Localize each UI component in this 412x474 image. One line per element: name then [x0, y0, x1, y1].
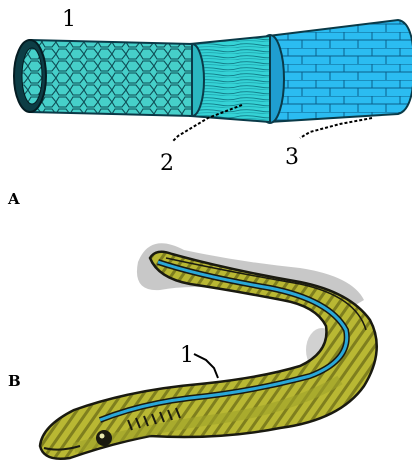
- leader-line-b1: [194, 354, 218, 378]
- callout-label-3: 3: [285, 145, 299, 170]
- layer-2-middle-fibers: [180, 36, 270, 122]
- callout-label-2: 2: [160, 151, 174, 176]
- layer-3-outer-sheath: [256, 20, 412, 123]
- panel-label-a: A: [7, 190, 20, 208]
- callout-label-1: 1: [62, 7, 76, 32]
- panel-b: 1 B: [8, 243, 377, 459]
- layer-1-inner-cells: [14, 40, 192, 116]
- panel-a: 1 2 3 A: [7, 7, 412, 208]
- callout-label-b1: 1: [180, 343, 194, 368]
- eel-eye-highlight: [100, 434, 105, 439]
- eel-eye: [96, 430, 112, 446]
- leader-line-3: [300, 118, 372, 138]
- panel-label-b: B: [8, 372, 21, 390]
